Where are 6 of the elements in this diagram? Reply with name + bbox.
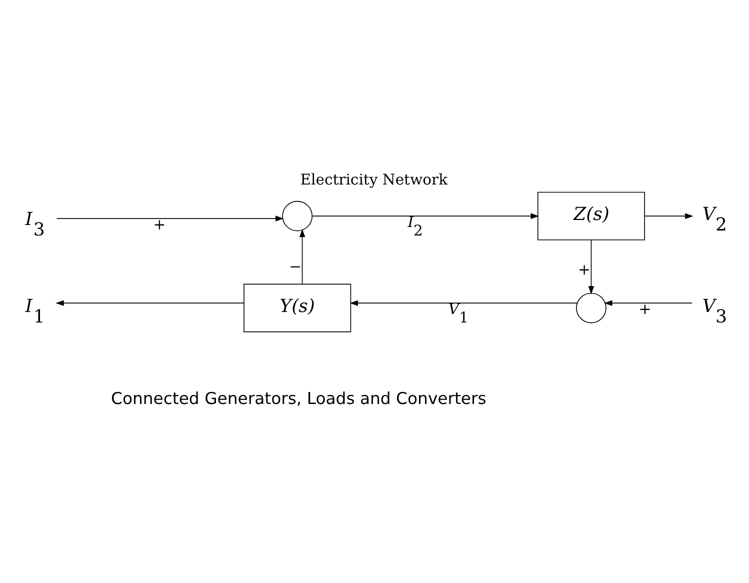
- caption: Connected Generators, Loads and Converters: [111, 388, 486, 408]
- edge-label: +: [638, 300, 652, 318]
- edge-label: −: [289, 258, 302, 275]
- edge-label: +: [153, 216, 166, 234]
- diagram-title: Electricity Network: [300, 170, 448, 188]
- edge-label: +: [578, 260, 590, 278]
